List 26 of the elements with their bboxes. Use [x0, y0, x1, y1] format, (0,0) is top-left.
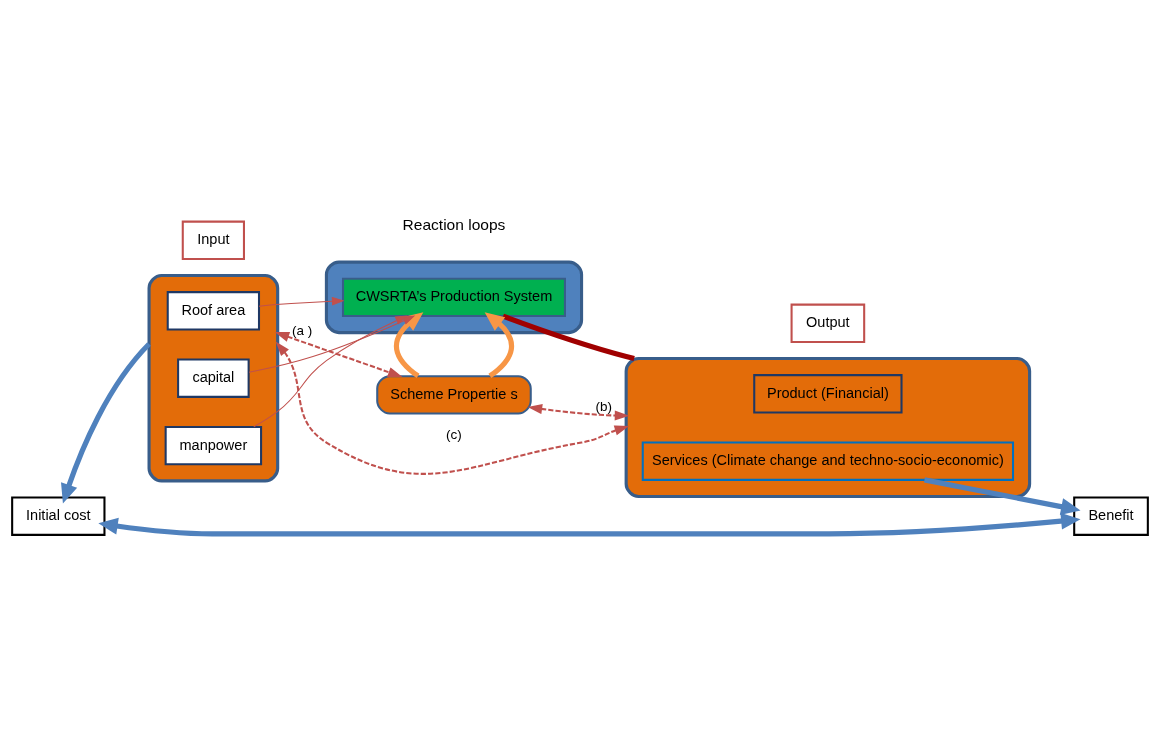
- edge-label: (b): [595, 398, 613, 414]
- edge-label: (c): [446, 426, 462, 442]
- node-box: Product (Financial): [753, 373, 903, 413]
- arrow: [98, 512, 1081, 536]
- node-box: capital: [177, 358, 250, 398]
- node-box: Output: [790, 303, 866, 343]
- node-box: Roof area: [166, 290, 261, 331]
- node-box: Services (Climate change and techno-socio-economic): [641, 441, 1015, 481]
- node-box: Benefit: [1073, 495, 1149, 536]
- arrow: [274, 331, 403, 377]
- node-box: CWSRTA’s Production System: [341, 277, 566, 317]
- arrow: [527, 403, 630, 421]
- arrow: [484, 311, 514, 378]
- label: Reaction loops: [402, 215, 506, 233]
- edge-label: (a ): [291, 322, 313, 338]
- node-box: Initial cost: [11, 495, 106, 536]
- cluster: [624, 356, 1032, 498]
- arrow: [61, 341, 151, 503]
- arrow: [258, 296, 345, 307]
- node-box: manpower: [164, 425, 263, 465]
- arrow: [253, 314, 408, 427]
- cluster: [147, 273, 280, 482]
- node-box: Scheme Propertie s: [376, 374, 532, 415]
- node-box: Input: [181, 220, 245, 260]
- connector: [502, 313, 635, 361]
- arrow: [275, 341, 630, 475]
